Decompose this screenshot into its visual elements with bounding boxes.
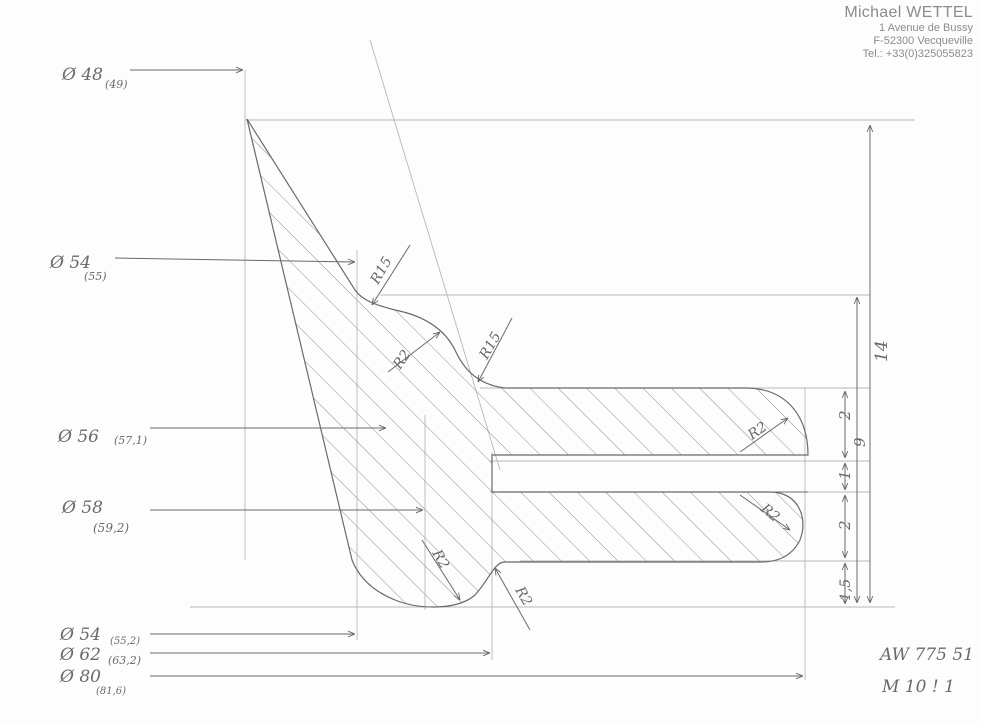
dia-label-62: Ø 62 <box>59 645 101 665</box>
radius-label-r2-bottom: R2 <box>511 583 535 609</box>
part-reference: AW 775 51 <box>878 645 974 665</box>
dia-label-54a: Ø 54 <box>49 253 91 273</box>
dia-label-58: Ø 58 <box>61 498 103 518</box>
address-city: F-52300 Vecqueville <box>873 35 973 48</box>
profile-section <box>246 118 809 608</box>
dia-label-54b: Ø 54 <box>59 625 101 645</box>
owner-name: Michael WETTEL <box>844 4 973 21</box>
vertical-dim-labels: 14 2 9 1 2 1,5 <box>836 340 892 601</box>
address-street: 1 Avenue de Bussy <box>879 22 973 35</box>
radius-label-r15-lower: R15 <box>476 329 505 363</box>
dia-label-80: Ø 80 <box>59 667 101 687</box>
dia-sub-58: (59,2) <box>93 521 129 535</box>
footer-notes: AW 775 51 M 10 ! 1 <box>878 645 974 697</box>
scale-note: M 10 ! 1 <box>881 677 955 697</box>
radius-label-r15-upper: R15 <box>367 254 396 288</box>
dia-sub-48: (49) <box>105 78 128 91</box>
dia-sub-54a: (55) <box>84 270 107 283</box>
dim-label-bottom-lip: 2 <box>836 520 854 531</box>
dia-label-48: Ø 48 <box>61 65 103 85</box>
dim-label-slot: 1 <box>836 470 854 480</box>
radius-leaders <box>372 244 790 631</box>
dim-label-base: 1,5 <box>838 579 854 601</box>
dia-sub-54b: (55,2) <box>110 636 140 647</box>
dia-sub-80: (81,6) <box>96 686 126 697</box>
diameter-labels: Ø 48 (49) Ø 54 (55) Ø 56 (57,1) Ø 58 (59… <box>49 65 147 697</box>
dim-label-overall: 14 <box>872 340 892 362</box>
dim-label-nine: 9 <box>851 437 869 447</box>
dia-sub-56: (57,1) <box>114 434 147 447</box>
dia-sub-62: (63,2) <box>108 654 141 667</box>
address-block: Michael WETTEL 1 Avenue de Bussy F-52300… <box>844 4 973 60</box>
diameter-lines <box>114 70 803 676</box>
dia-label-56: Ø 56 <box>57 427 99 447</box>
vertical-dims <box>845 125 870 604</box>
extension-lines <box>190 39 915 680</box>
phone-number: Tel.: +33(0)325055823 <box>862 47 973 60</box>
dim-label-top-lip: 2 <box>836 410 854 421</box>
